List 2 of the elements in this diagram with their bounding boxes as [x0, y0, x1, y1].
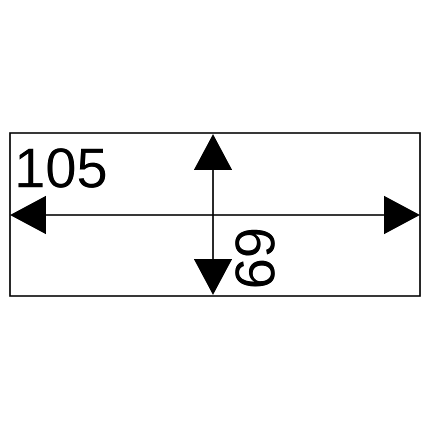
- dimension-label: 105: [18, 148, 106, 188]
- dimension-label: 69: [235, 230, 275, 286]
